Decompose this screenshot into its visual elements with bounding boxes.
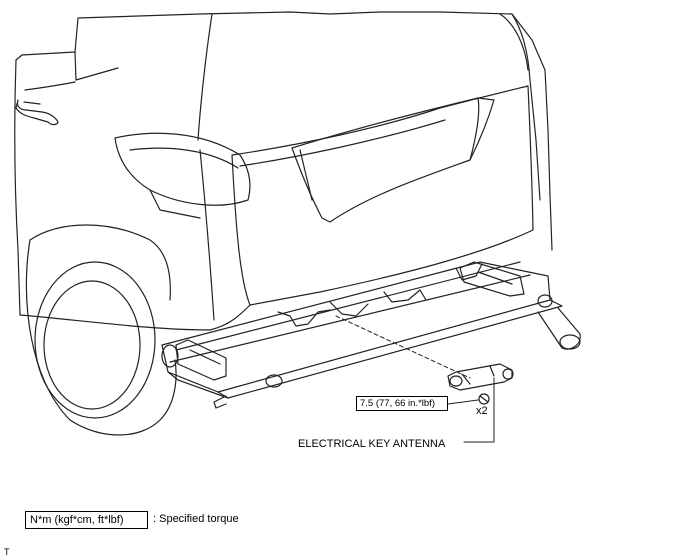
tail-lamp-left — [114, 132, 251, 206]
quantity-label: x2 — [476, 405, 488, 417]
corner-mark: T — [4, 547, 10, 557]
body-outline — [15, 11, 553, 251]
torque-callout: 7.5 (77, 66 in.*lbf) — [356, 396, 448, 411]
back-door-inner — [239, 119, 446, 167]
body-side-line — [14, 59, 21, 316]
bumper-reinforcement — [161, 261, 581, 399]
legend-unit-box: N*m (kgf*cm, ft*lbf) — [25, 511, 148, 529]
license-plate-recess — [291, 97, 495, 223]
door-handle — [15, 99, 59, 126]
mounting-brackets — [213, 263, 483, 409]
part-leader — [463, 377, 495, 443]
part-name-label: ELECTRICAL KEY ANTENNA — [298, 438, 446, 450]
installation-leader — [335, 315, 471, 379]
legend-description: : Specified torque — [153, 513, 239, 525]
back-door — [231, 85, 534, 306]
rear-wheel — [25, 224, 177, 436]
roof-line — [74, 51, 119, 81]
pillar-line — [197, 13, 213, 141]
torque-leader — [447, 399, 479, 405]
antenna-part — [447, 363, 514, 405]
body-crease — [24, 81, 76, 91]
rear-pillar — [511, 13, 541, 201]
quarter-panel — [19, 304, 251, 331]
spoiler — [499, 13, 529, 71]
